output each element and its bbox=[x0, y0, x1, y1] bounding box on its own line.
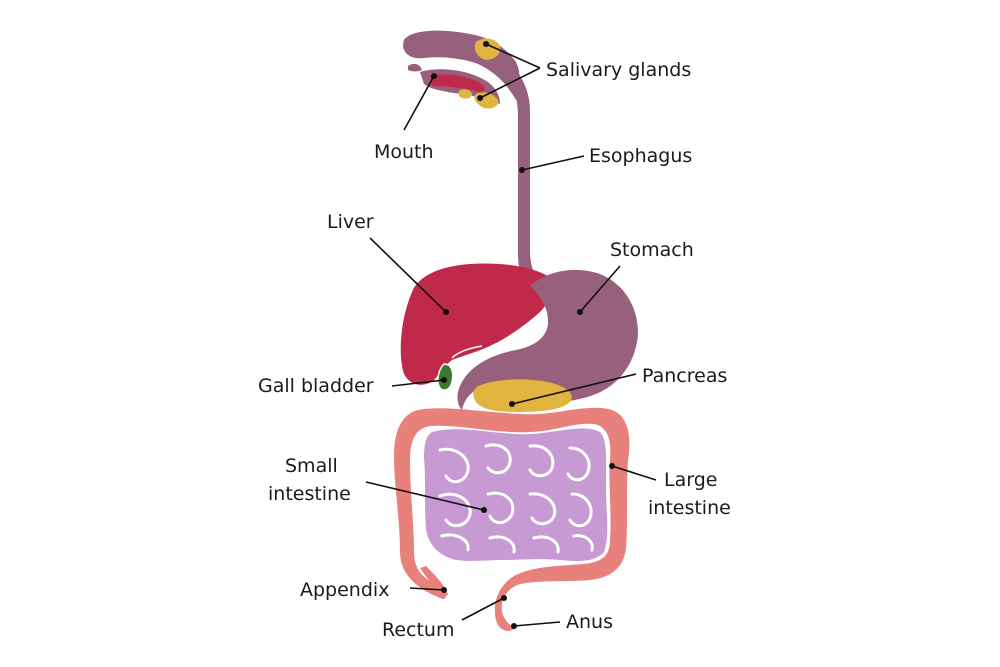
liver bbox=[400, 263, 553, 385]
label-stomach: Stomach bbox=[610, 239, 694, 261]
liver-lobe-line bbox=[451, 345, 483, 359]
pancreas bbox=[473, 379, 572, 412]
small-intestine-coils bbox=[438, 443, 594, 554]
large-intestine bbox=[394, 407, 630, 631]
small-intestine bbox=[424, 428, 608, 562]
label-large-intestine-line1: Large bbox=[664, 469, 717, 491]
label-esophagus: Esophagus bbox=[589, 145, 692, 167]
label-pancreas: Pancreas bbox=[642, 365, 727, 387]
label-anus: Anus bbox=[566, 611, 613, 633]
gall-bladder bbox=[437, 363, 454, 391]
label-small-intestine-line2: intestine bbox=[268, 483, 351, 505]
label-small-intestine-line1: Small bbox=[285, 455, 338, 477]
esophagus bbox=[500, 66, 544, 292]
label-large-intestine-line2: intestine bbox=[648, 497, 731, 519]
salivary-gland-small bbox=[458, 89, 472, 99]
appendix bbox=[420, 566, 448, 597]
label-liver: Liver bbox=[327, 211, 374, 233]
label-gall-bladder: Gall bladder bbox=[258, 375, 374, 397]
leader-lines bbox=[365, 41, 657, 629]
label-salivary-glands: Salivary glands bbox=[546, 59, 691, 81]
salivary-gland-upper bbox=[474, 38, 501, 60]
label-rectum: Rectum bbox=[382, 619, 454, 641]
label-appendix: Appendix bbox=[300, 579, 389, 601]
stomach bbox=[457, 270, 638, 410]
tongue bbox=[430, 74, 485, 92]
lips bbox=[408, 63, 422, 72]
label-mouth: Mouth bbox=[374, 141, 434, 163]
